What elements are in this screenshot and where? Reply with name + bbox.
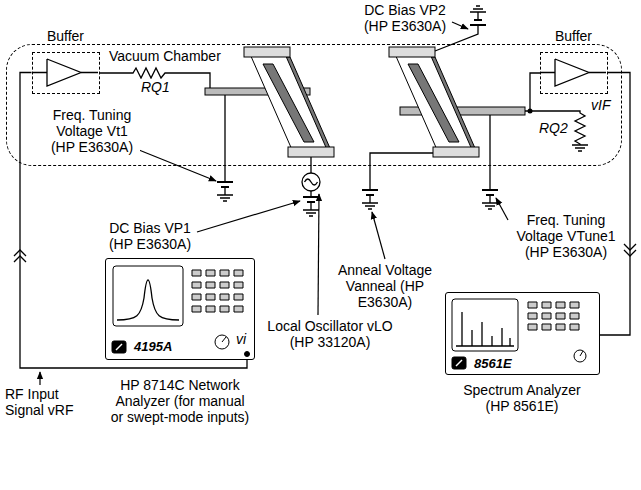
battery-symbol bbox=[303, 197, 319, 202]
electrode-strip bbox=[205, 88, 525, 115]
network-analyzer-picture bbox=[117, 280, 179, 320]
network-analyzer-picture bbox=[116, 344, 122, 350]
buffer-amplifier-symbol bbox=[541, 53, 606, 92]
junction-dot bbox=[528, 109, 533, 114]
resonator-beam bbox=[408, 64, 459, 142]
ground-symbol bbox=[572, 145, 588, 151]
signal-cable bbox=[20, 73, 247, 369]
resonator-beam bbox=[389, 47, 435, 57]
battery-symbol bbox=[470, 20, 486, 25]
signal-name: vIF bbox=[590, 97, 611, 113]
supply-label: DC Bias VP2 (HP E3630A) bbox=[359, 2, 451, 34]
instrument-model: 4195A bbox=[134, 339, 172, 355]
resonator-beam bbox=[288, 147, 334, 157]
ground-symbol bbox=[362, 203, 378, 209]
battery-symbol bbox=[217, 182, 233, 187]
instrument-label: Local Oscillator vLO (HP 33120A) bbox=[257, 318, 403, 350]
supply-label: DC Bias VP1 (HP E3630A) bbox=[104, 220, 196, 252]
buffer-amplifier-symbol bbox=[541, 71, 606, 72]
ground-symbol bbox=[217, 195, 233, 201]
spectrum-analyzer-picture bbox=[452, 299, 518, 351]
tuning-wire bbox=[224, 95, 225, 195]
ac-source-symbol bbox=[305, 179, 318, 185]
supply-label: Freq. Tuning Voltage Vt1 (HP E3630A) bbox=[44, 107, 140, 155]
buffer-box: Buffer bbox=[540, 52, 608, 94]
buffer-amplifier-symbol bbox=[33, 71, 98, 72]
ac-source-symbol bbox=[302, 173, 320, 191]
spectrum-analyzer: 8561E bbox=[445, 292, 600, 375]
spectrum-analyzer-picture bbox=[452, 299, 586, 369]
network-analyzer-picture bbox=[192, 270, 243, 312]
resonator-beam bbox=[433, 147, 479, 157]
leader-arrow bbox=[496, 198, 508, 220]
battery-symbol bbox=[217, 20, 498, 202]
resistor-label: RQ2 bbox=[538, 120, 569, 136]
ground-symbol bbox=[217, 6, 588, 216]
leader-arrow bbox=[452, 22, 468, 29]
supply-label: Freq. Tuning Voltage VTune1 (HP E3630A) bbox=[510, 212, 622, 260]
spectrum-analyzer-picture bbox=[456, 312, 514, 346]
network-analyzer-picture bbox=[112, 341, 126, 353]
leader-arrow bbox=[39, 372, 40, 385]
instrument-label: HP 8714C Network Analyzer (for manual or… bbox=[108, 377, 252, 425]
leader-arrow bbox=[372, 212, 385, 259]
buffer-label: Buffer bbox=[541, 28, 607, 44]
battery-symbol bbox=[362, 190, 378, 195]
network-analyzer-picture bbox=[112, 266, 250, 357]
buffer-amplifier-symbol bbox=[555, 59, 589, 86]
network-analyzer: 4195A bbox=[105, 258, 255, 360]
resonator-beam bbox=[250, 54, 328, 152]
leader-arrow bbox=[197, 201, 300, 232]
spectrum-analyzer-picture bbox=[452, 357, 466, 369]
resonator-beam bbox=[395, 54, 473, 152]
network-analyzer-picture bbox=[222, 337, 226, 342]
ac-source-symbol bbox=[302, 173, 320, 191]
ground-symbol bbox=[303, 210, 319, 216]
spectrum-analyzer-picture bbox=[456, 360, 462, 366]
network-analyzer-picture bbox=[215, 335, 229, 349]
chamber-label: Vacuum Chamber bbox=[109, 48, 221, 64]
resonator-beam bbox=[244, 47, 334, 157]
output-wire-resistor-rq2 bbox=[525, 111, 585, 145]
buffer-amplifier-symbol bbox=[47, 59, 81, 86]
leader-arrow bbox=[40, 22, 508, 385]
instrument-model: 8561E bbox=[474, 356, 512, 372]
instrument-label: Spectrum Analyzer (HP 8561E) bbox=[457, 382, 587, 414]
ground-symbol bbox=[482, 203, 498, 209]
leader-arrow bbox=[318, 194, 319, 315]
leader-arrow bbox=[134, 148, 216, 181]
network-analyzer-picture bbox=[245, 352, 250, 357]
buffer-input-wire bbox=[530, 73, 540, 111]
resonator-beam bbox=[263, 64, 314, 142]
signal-label: RF Input Signal vRF bbox=[4, 386, 80, 418]
supply-label: Anneal Voltage Vanneal (HP E3630A) bbox=[333, 262, 437, 310]
anneal-wire bbox=[370, 153, 433, 203]
spectrum-analyzer-picture bbox=[580, 351, 583, 356]
ground-symbol bbox=[470, 6, 486, 12]
buffer-amplifier-symbol bbox=[33, 53, 98, 92]
resonator-beam bbox=[244, 47, 290, 57]
buffer-box: Buffer bbox=[32, 52, 100, 94]
signal-name: vi bbox=[235, 331, 247, 347]
buffer-label: Buffer bbox=[33, 28, 99, 44]
battery-symbol bbox=[482, 190, 498, 195]
spectrum-analyzer-picture bbox=[574, 350, 586, 362]
network-analyzer-picture bbox=[113, 266, 183, 326]
wire bbox=[100, 12, 585, 210]
spectrum-analyzer-picture bbox=[528, 302, 579, 330]
resistor-label: RQ1 bbox=[140, 79, 171, 95]
resonator-beam bbox=[389, 47, 479, 157]
